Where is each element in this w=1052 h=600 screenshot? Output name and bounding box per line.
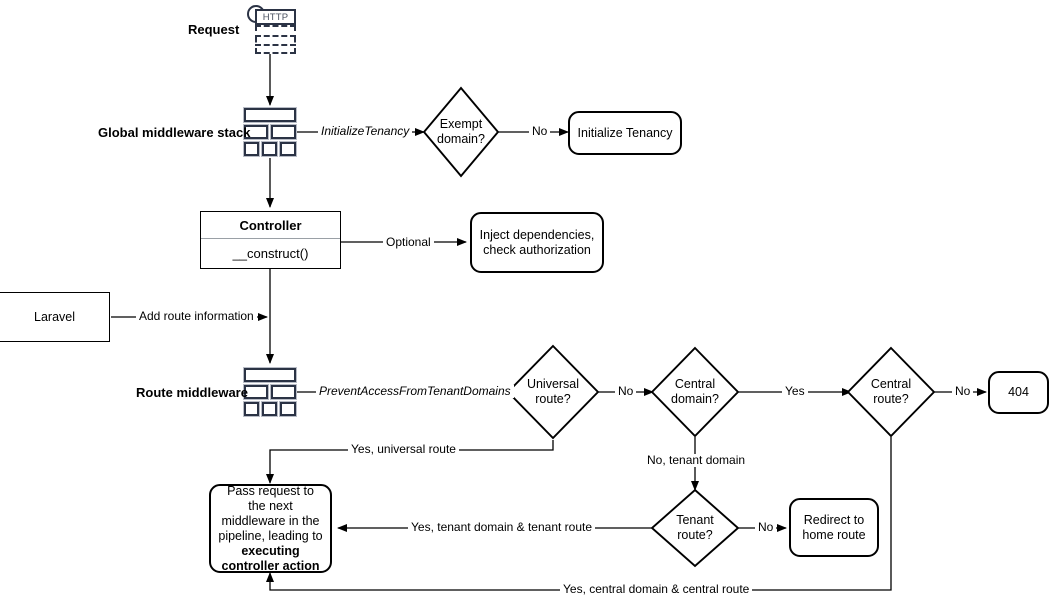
pass-request-text: Pass request to the next middleware in t…: [211, 482, 330, 576]
stack-cell: [243, 107, 297, 123]
stack-cell: [261, 141, 278, 157]
controller-method: __construct(): [232, 246, 309, 261]
decision-central-domain: [650, 346, 740, 438]
inject-line-1: Inject dependencies,: [479, 227, 595, 242]
stack-row-2: [243, 384, 297, 400]
decision-central-route: [846, 346, 936, 438]
edge-label-no-tenant-domain: No, tenant domain: [644, 454, 749, 467]
http-request-icon: HTTP: [246, 4, 296, 56]
controller-title: Controller: [201, 212, 340, 239]
redirect-home-text: Redirect to home route: [802, 513, 865, 543]
decision-exempt-domain: [422, 86, 500, 178]
edge-label-exempt-no: No: [529, 125, 551, 138]
node-laravel-label: Laravel: [34, 309, 75, 324]
node-initialize-tenancy[interactable]: Initialize Tenancy: [568, 111, 682, 155]
edge-label-prevent-access: PreventAccessFromTenantDomains: [316, 385, 514, 398]
redirect-line-2: home route: [802, 527, 866, 542]
edge-label-yes-tenant-domain-tenant-route: Yes, tenant domain & tenant route: [408, 521, 596, 534]
stack-row-3: [243, 401, 297, 417]
stack-cell: [243, 141, 260, 157]
stack-row-1: [243, 107, 297, 123]
pass-request-part-2: executing controller action: [221, 543, 320, 573]
node-inject-dependencies[interactable]: Inject dependencies, check authorization: [470, 212, 604, 273]
stack-cell: [243, 124, 269, 140]
stack-row-1: [243, 367, 297, 383]
node-initialize-tenancy-label: Initialize Tenancy: [577, 125, 673, 140]
node-laravel[interactable]: Laravel: [0, 292, 110, 342]
stack-cell: [261, 401, 278, 417]
pass-request-part-1: Pass request to the next middleware in t…: [218, 483, 323, 543]
inject-dependencies-text: Inject dependencies, check authorization: [480, 228, 595, 258]
stack-cell: [279, 141, 297, 157]
node-404[interactable]: 404: [988, 371, 1049, 414]
edge-label-tenant-route-no: No: [755, 521, 777, 534]
edge-label-initialize-tenancy: InitializeTenancy: [318, 125, 413, 138]
edge-label-optional: Optional: [383, 236, 434, 249]
http-divider-2: [255, 44, 296, 46]
edge-label-central-domain-yes: Yes: [782, 385, 808, 398]
stack-row-2: [243, 124, 297, 140]
middleware-stack-icon-route: [243, 367, 297, 417]
node-redirect-home[interactable]: Redirect to home route: [789, 498, 879, 557]
stack-cell: [243, 367, 297, 383]
stack-cell: [270, 384, 297, 400]
stack-cell: [279, 401, 297, 417]
http-divider-1: [255, 35, 296, 37]
http-body: [255, 25, 296, 54]
inject-line-2: check authorization: [483, 242, 591, 257]
node-controller[interactable]: Controller __construct(): [200, 211, 341, 269]
edge-label-universal-no: No: [615, 385, 637, 398]
stack-cell: [243, 401, 260, 417]
redirect-line-1: Redirect to: [803, 512, 865, 527]
node-pass-request[interactable]: Pass request to the next middleware in t…: [209, 484, 332, 573]
stack-cell: [243, 384, 269, 400]
node-404-label: 404: [1008, 385, 1029, 399]
stack-row-3: [243, 141, 297, 157]
edge-label-yes-universal-route: Yes, universal route: [348, 443, 459, 456]
edge-label-central-route-no: No: [952, 385, 974, 398]
edge-label-add-route-information: Add route information: [136, 310, 257, 323]
decision-tenant-route: [650, 488, 740, 568]
stack-cell: [270, 124, 297, 140]
edge-label-yes-central-domain-central-route: Yes, central domain & central route: [560, 583, 753, 596]
middleware-stack-icon-global: [243, 107, 297, 157]
decision-universal-route: [506, 344, 600, 440]
http-label: HTTP: [255, 9, 296, 25]
